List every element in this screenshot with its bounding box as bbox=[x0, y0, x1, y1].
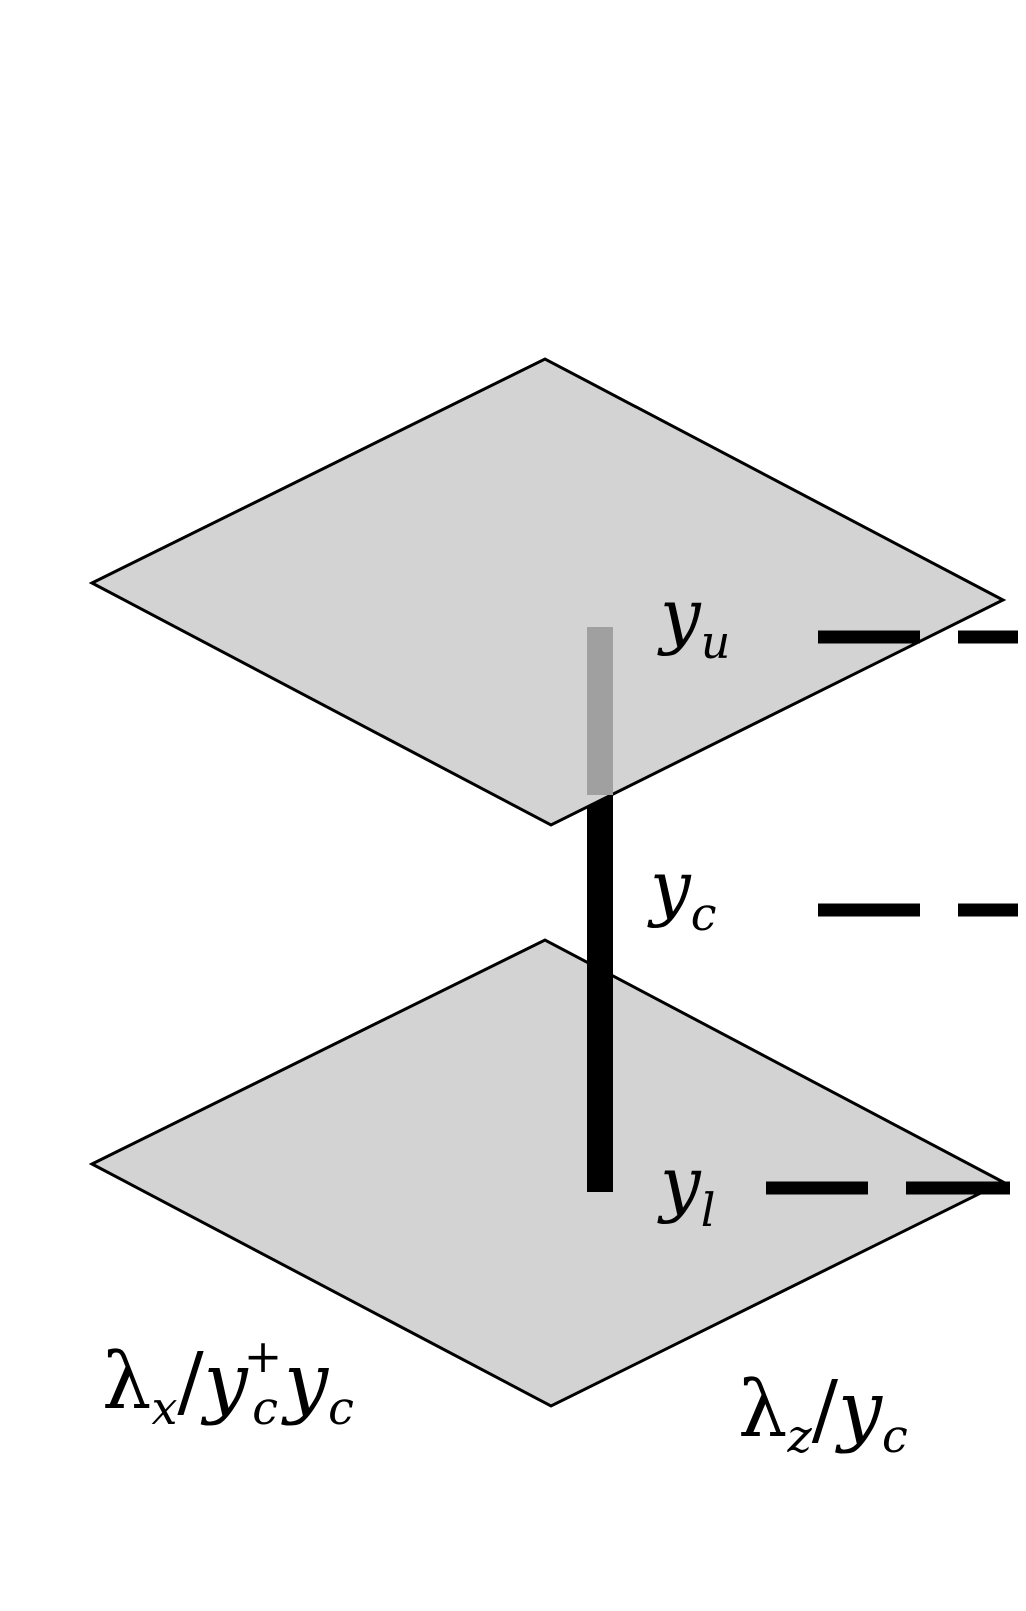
upper-plane bbox=[88, 357, 1007, 827]
rod-upper-segment bbox=[587, 627, 613, 795]
label-lambda-x-scale: λx/y+cyc bbox=[102, 1329, 354, 1435]
label-y-lower: yl bbox=[657, 1141, 715, 1237]
label-y-upper: yu bbox=[657, 573, 730, 669]
rod-lower-segment bbox=[587, 795, 613, 1192]
label-y-center: yc bbox=[647, 845, 716, 941]
label-lambda-z-scale: λz/yc bbox=[738, 1365, 908, 1463]
